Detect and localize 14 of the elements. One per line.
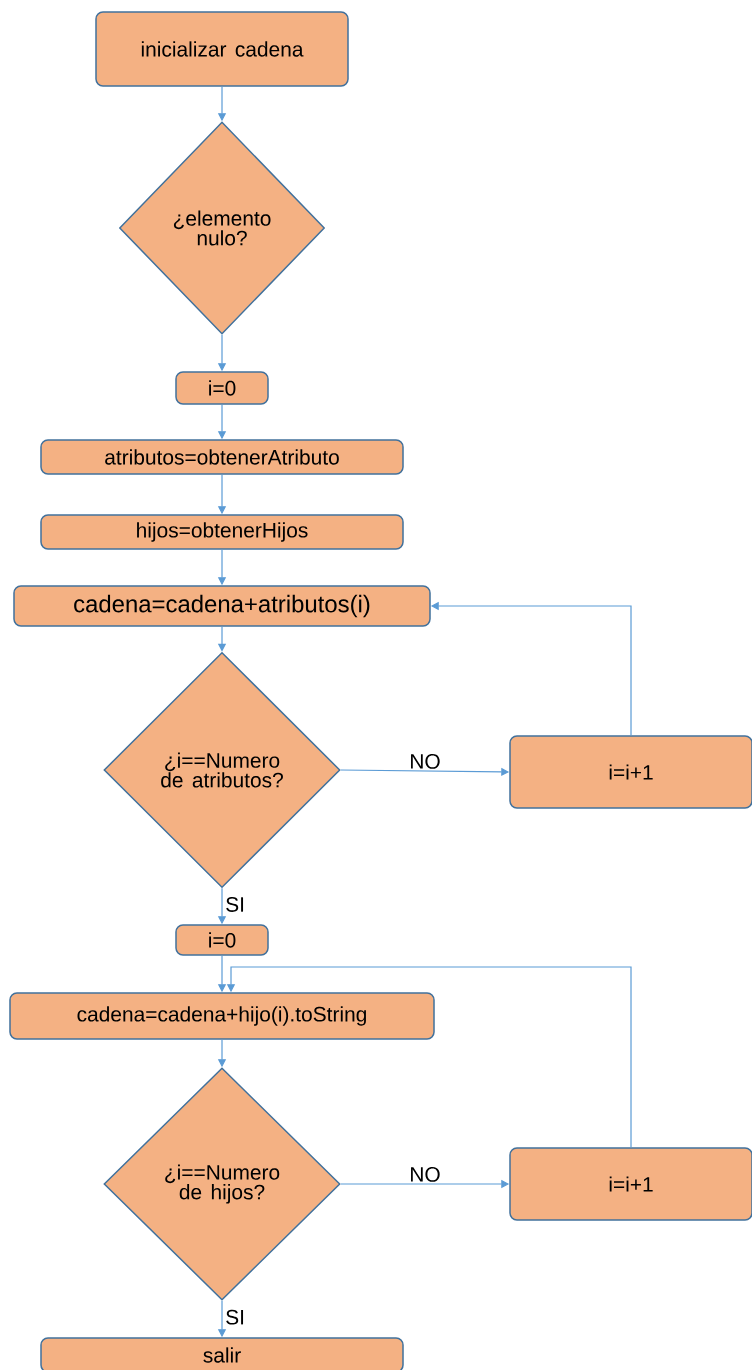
process-box: hijos=obtenerHijos: [40, 514, 404, 550]
process-box: i=0: [175, 371, 269, 405]
edge-label: SI: [224, 896, 246, 913]
process-box: salir: [40, 1337, 404, 1370]
process-box: i=i+1: [509, 1147, 752, 1221]
process-box: atributos=obtenerAtributo: [40, 439, 404, 475]
edge-label: NO: [408, 1166, 442, 1183]
edge-label: SI: [224, 1308, 246, 1326]
process-box: inicializar cadena: [95, 11, 349, 87]
process-box: cadena=cadena+atributos(i): [13, 585, 431, 627]
process-box: i=i+1: [509, 735, 752, 809]
process-box: i=0: [175, 924, 269, 956]
edge-label: NO: [408, 753, 442, 770]
process-box: cadena=cadena+hijo(i).toString: [9, 992, 435, 1040]
